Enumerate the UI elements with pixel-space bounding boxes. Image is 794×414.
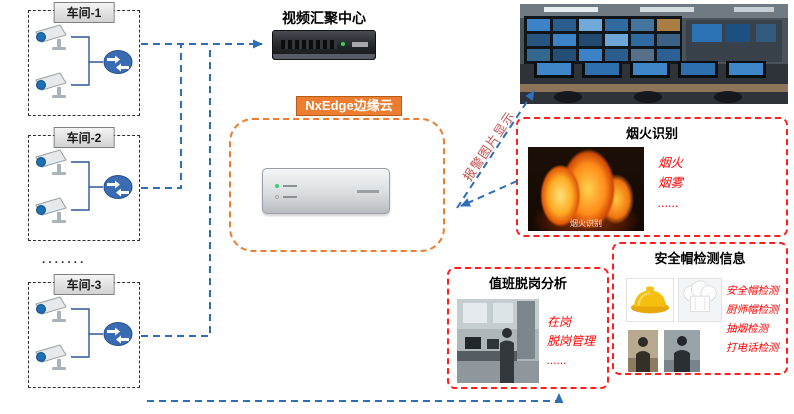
nvr-device (272, 30, 376, 60)
duty-item-list: 在岗 脱岗管理 ...... (547, 313, 595, 371)
cctv-camera-icon (35, 197, 67, 223)
edge-device-led (275, 195, 279, 199)
router-icon (103, 322, 133, 346)
fire-recognition-box: 烟火识别 烟火识别 烟火 烟雾 ...... (516, 117, 788, 237)
duty-item: 脱岗管理 (547, 334, 596, 349)
control-room-photo (520, 4, 788, 104)
duty-item: 在岗 (547, 315, 572, 329)
nvr-ports (281, 40, 337, 49)
cctv-camera-icon (35, 344, 67, 370)
control-room-illustration (520, 4, 788, 104)
duty-item: ...... (547, 353, 568, 368)
workshop-3-box: 车间-3 (28, 274, 140, 388)
camera-router-wires (71, 36, 103, 86)
fire-item: 烟火 (658, 156, 684, 170)
duty-box-title: 值班脱岗分析 (488, 276, 567, 291)
camera-router-wires (71, 308, 103, 358)
workshop-1-box: 车间-1 (28, 2, 140, 116)
fire-photo-caption: 烟火识别 (570, 219, 602, 228)
person-illustration (664, 330, 700, 372)
chef-hat-photo (678, 278, 722, 322)
cctv-camera-icon (35, 24, 67, 50)
edge-device-brand-bar (357, 190, 379, 193)
nvr-status-led (341, 42, 345, 46)
helmet-detection-box: 安全帽检测信息 (612, 242, 788, 375)
workshop-1-label: 车间-1 (53, 2, 115, 23)
fire-item: 烟雾 (658, 176, 684, 190)
helmet-item: 厨师帽检测 (726, 303, 779, 316)
fire-item: ...... (658, 196, 679, 210)
person-detection-photo (628, 330, 658, 372)
fire-box-title: 烟火识别 (625, 126, 678, 141)
router-icon (103, 175, 133, 199)
safety-helmet-illustration (630, 286, 670, 314)
helmet-box-title: 安全帽检测信息 (654, 251, 746, 266)
nvr-logo (352, 42, 368, 47)
helmet-item: 安全帽检测 (726, 285, 779, 297)
video-center-title: 视频汇聚中心 (282, 10, 366, 26)
office-photo (457, 299, 539, 383)
duty-analysis-box: 值班脱岗分析 在岗 脱岗管理 ...... (447, 267, 609, 389)
router-icon (103, 50, 133, 74)
helmet-item: 抽烟检测 (726, 322, 768, 335)
workshop-2-label: 车间-2 (53, 127, 115, 148)
safety-helmet-photo (626, 278, 674, 322)
edge-server-device (262, 168, 390, 214)
fire-photo: 烟火识别 (528, 147, 644, 231)
helmet-item: 打电话检测 (726, 341, 779, 354)
workshop-3-label: 车间-3 (53, 274, 115, 295)
camera-router-wires (71, 161, 103, 211)
person-detection-photo (664, 330, 700, 372)
person-illustration (628, 330, 658, 372)
cctv-camera-icon (35, 72, 67, 98)
edge-device-led (275, 184, 279, 188)
workshop-2-box: 车间-2 (28, 127, 140, 241)
cctv-camera-icon (35, 149, 67, 175)
edge-cloud-boundary (229, 118, 445, 252)
edge-cloud-label: NxEdge边缘云 (296, 96, 402, 116)
helmet-item-list: 安全帽检测 厨师帽检测 抽烟检测 打电话检测 (726, 282, 779, 358)
edge-device-label-bar (283, 185, 297, 187)
fire-item-list: 烟火 烟雾 ...... (658, 153, 683, 213)
cctv-camera-icon (35, 296, 67, 322)
edge-device-label-bar (283, 196, 297, 198)
office-illustration (457, 299, 539, 383)
workshop-ellipsis: ....... (42, 252, 87, 266)
chef-hat-illustration (683, 280, 717, 312)
